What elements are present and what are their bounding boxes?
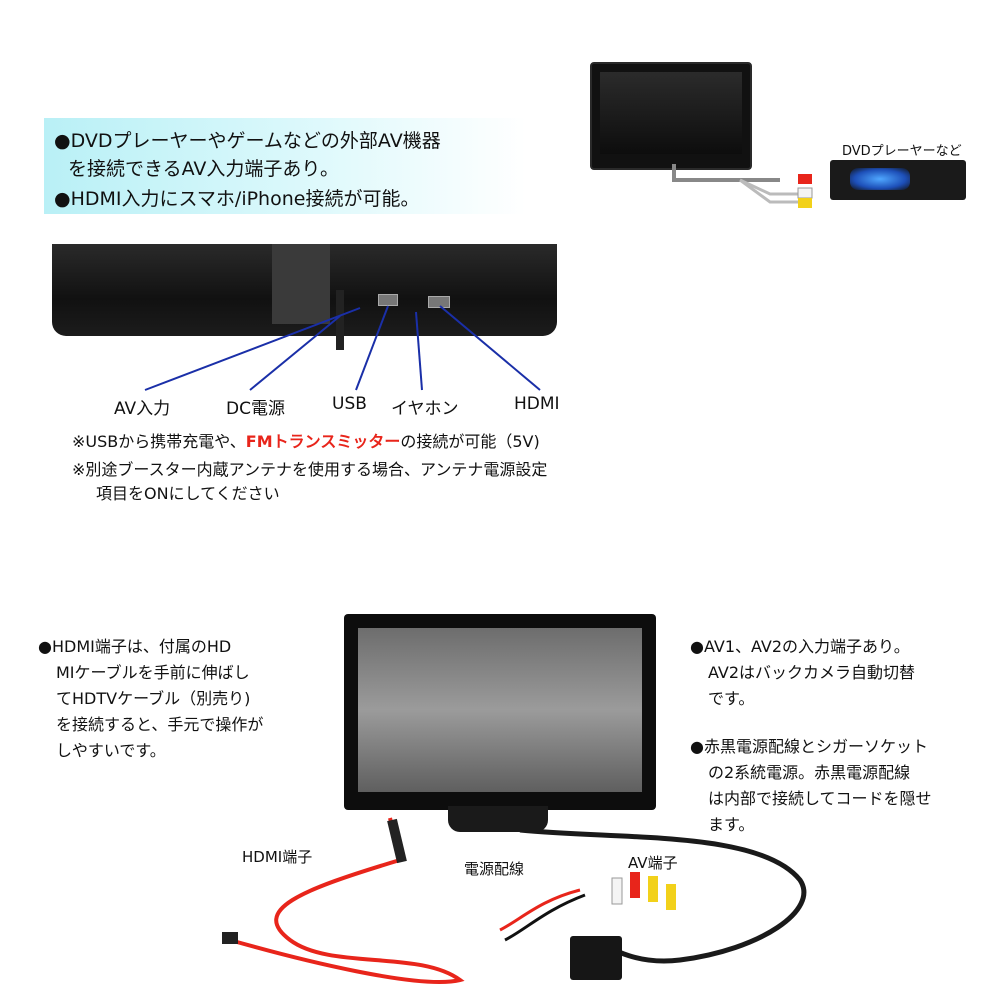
hdmi-cable-label: HDMI端子 <box>242 848 313 866</box>
usb-label: USB <box>332 394 367 414</box>
monitor-screen <box>600 72 742 154</box>
usb-port <box>378 294 398 306</box>
power-para-line-1: ●赤黒電源配線とシガーソケット <box>690 737 928 756</box>
cable-illustration <box>222 817 807 984</box>
hdmi-para-line-2: MIケーブルを手前に伸ばし <box>56 663 250 682</box>
usb-note: ※USBから携帯充電や、FMトランスミッターの接続が可能（5V) <box>72 428 540 452</box>
hdmi-label: HDMI <box>514 394 560 414</box>
fm-transmitter-text: FMトランスミッター <box>245 432 401 451</box>
antenna-note-line-1: ※別途ブースター内蔵アンテナを使用する場合、アンテナ電源設定 <box>72 460 548 479</box>
feature-line-2: を接続できるAV入力端子あり。 <box>68 158 340 180</box>
dc-power-label: DC電源 <box>226 399 285 419</box>
hdmi-para-line-5: しやすいです。 <box>56 741 166 760</box>
av-input-label: AV入力 <box>114 399 171 419</box>
monitor-stand <box>448 806 548 832</box>
power-para-line-2: の2系統電源。赤黒電源配線 <box>708 763 911 782</box>
feature-line-3: ●HDMI入力にスマホ/iPhone接続が可能。 <box>54 188 420 210</box>
earphone-label: イヤホン <box>391 399 459 419</box>
power-para-line-4: ます。 <box>708 815 755 834</box>
monitor-image-small <box>590 62 752 170</box>
dvd-player-label: DVDプレーヤーなど <box>842 144 962 159</box>
hdmi-para-line-1: ●HDMI端子は、付属のHD <box>38 637 232 656</box>
power-para-line-3: は内部で接続してコードを隠せ <box>708 789 932 808</box>
power-cable-label: 電源配線 <box>464 860 525 878</box>
usb-note-suffix: の接続が可能（5V) <box>400 432 540 451</box>
av-cable-illustration <box>672 164 813 208</box>
monitor-image-large <box>344 614 656 810</box>
feature-line-1: ●DVDプレーヤーやゲームなどの外部AV機器 <box>54 130 441 152</box>
dvd-player-image <box>830 160 966 200</box>
monitor-screen-large <box>358 628 642 792</box>
hdmi-port <box>428 296 450 308</box>
monitor-stand-mount <box>272 244 330 324</box>
av-para-line-1: ●AV1、AV2の入力端子あり。 <box>690 637 910 656</box>
dc-plug-cable <box>336 290 344 350</box>
port-pointer-lines <box>144 305 541 391</box>
av-para-line-3: です。 <box>708 689 755 708</box>
feature-highlight-box <box>44 118 526 214</box>
hdmi-para-line-3: てHDTVケーブル（別売り) <box>56 689 251 708</box>
usb-note-prefix: ※USBから携帯充電や、 <box>72 432 246 451</box>
antenna-note-line-2: 項目をONにしてください <box>96 484 280 503</box>
hdmi-para-line-4: を接続すると、手元で操作が <box>56 715 264 734</box>
av-cable-label: AV端子 <box>628 854 678 872</box>
av-para-line-2: AV2はバックカメラ自動切替 <box>708 663 916 682</box>
dvd-player-display <box>850 168 910 190</box>
